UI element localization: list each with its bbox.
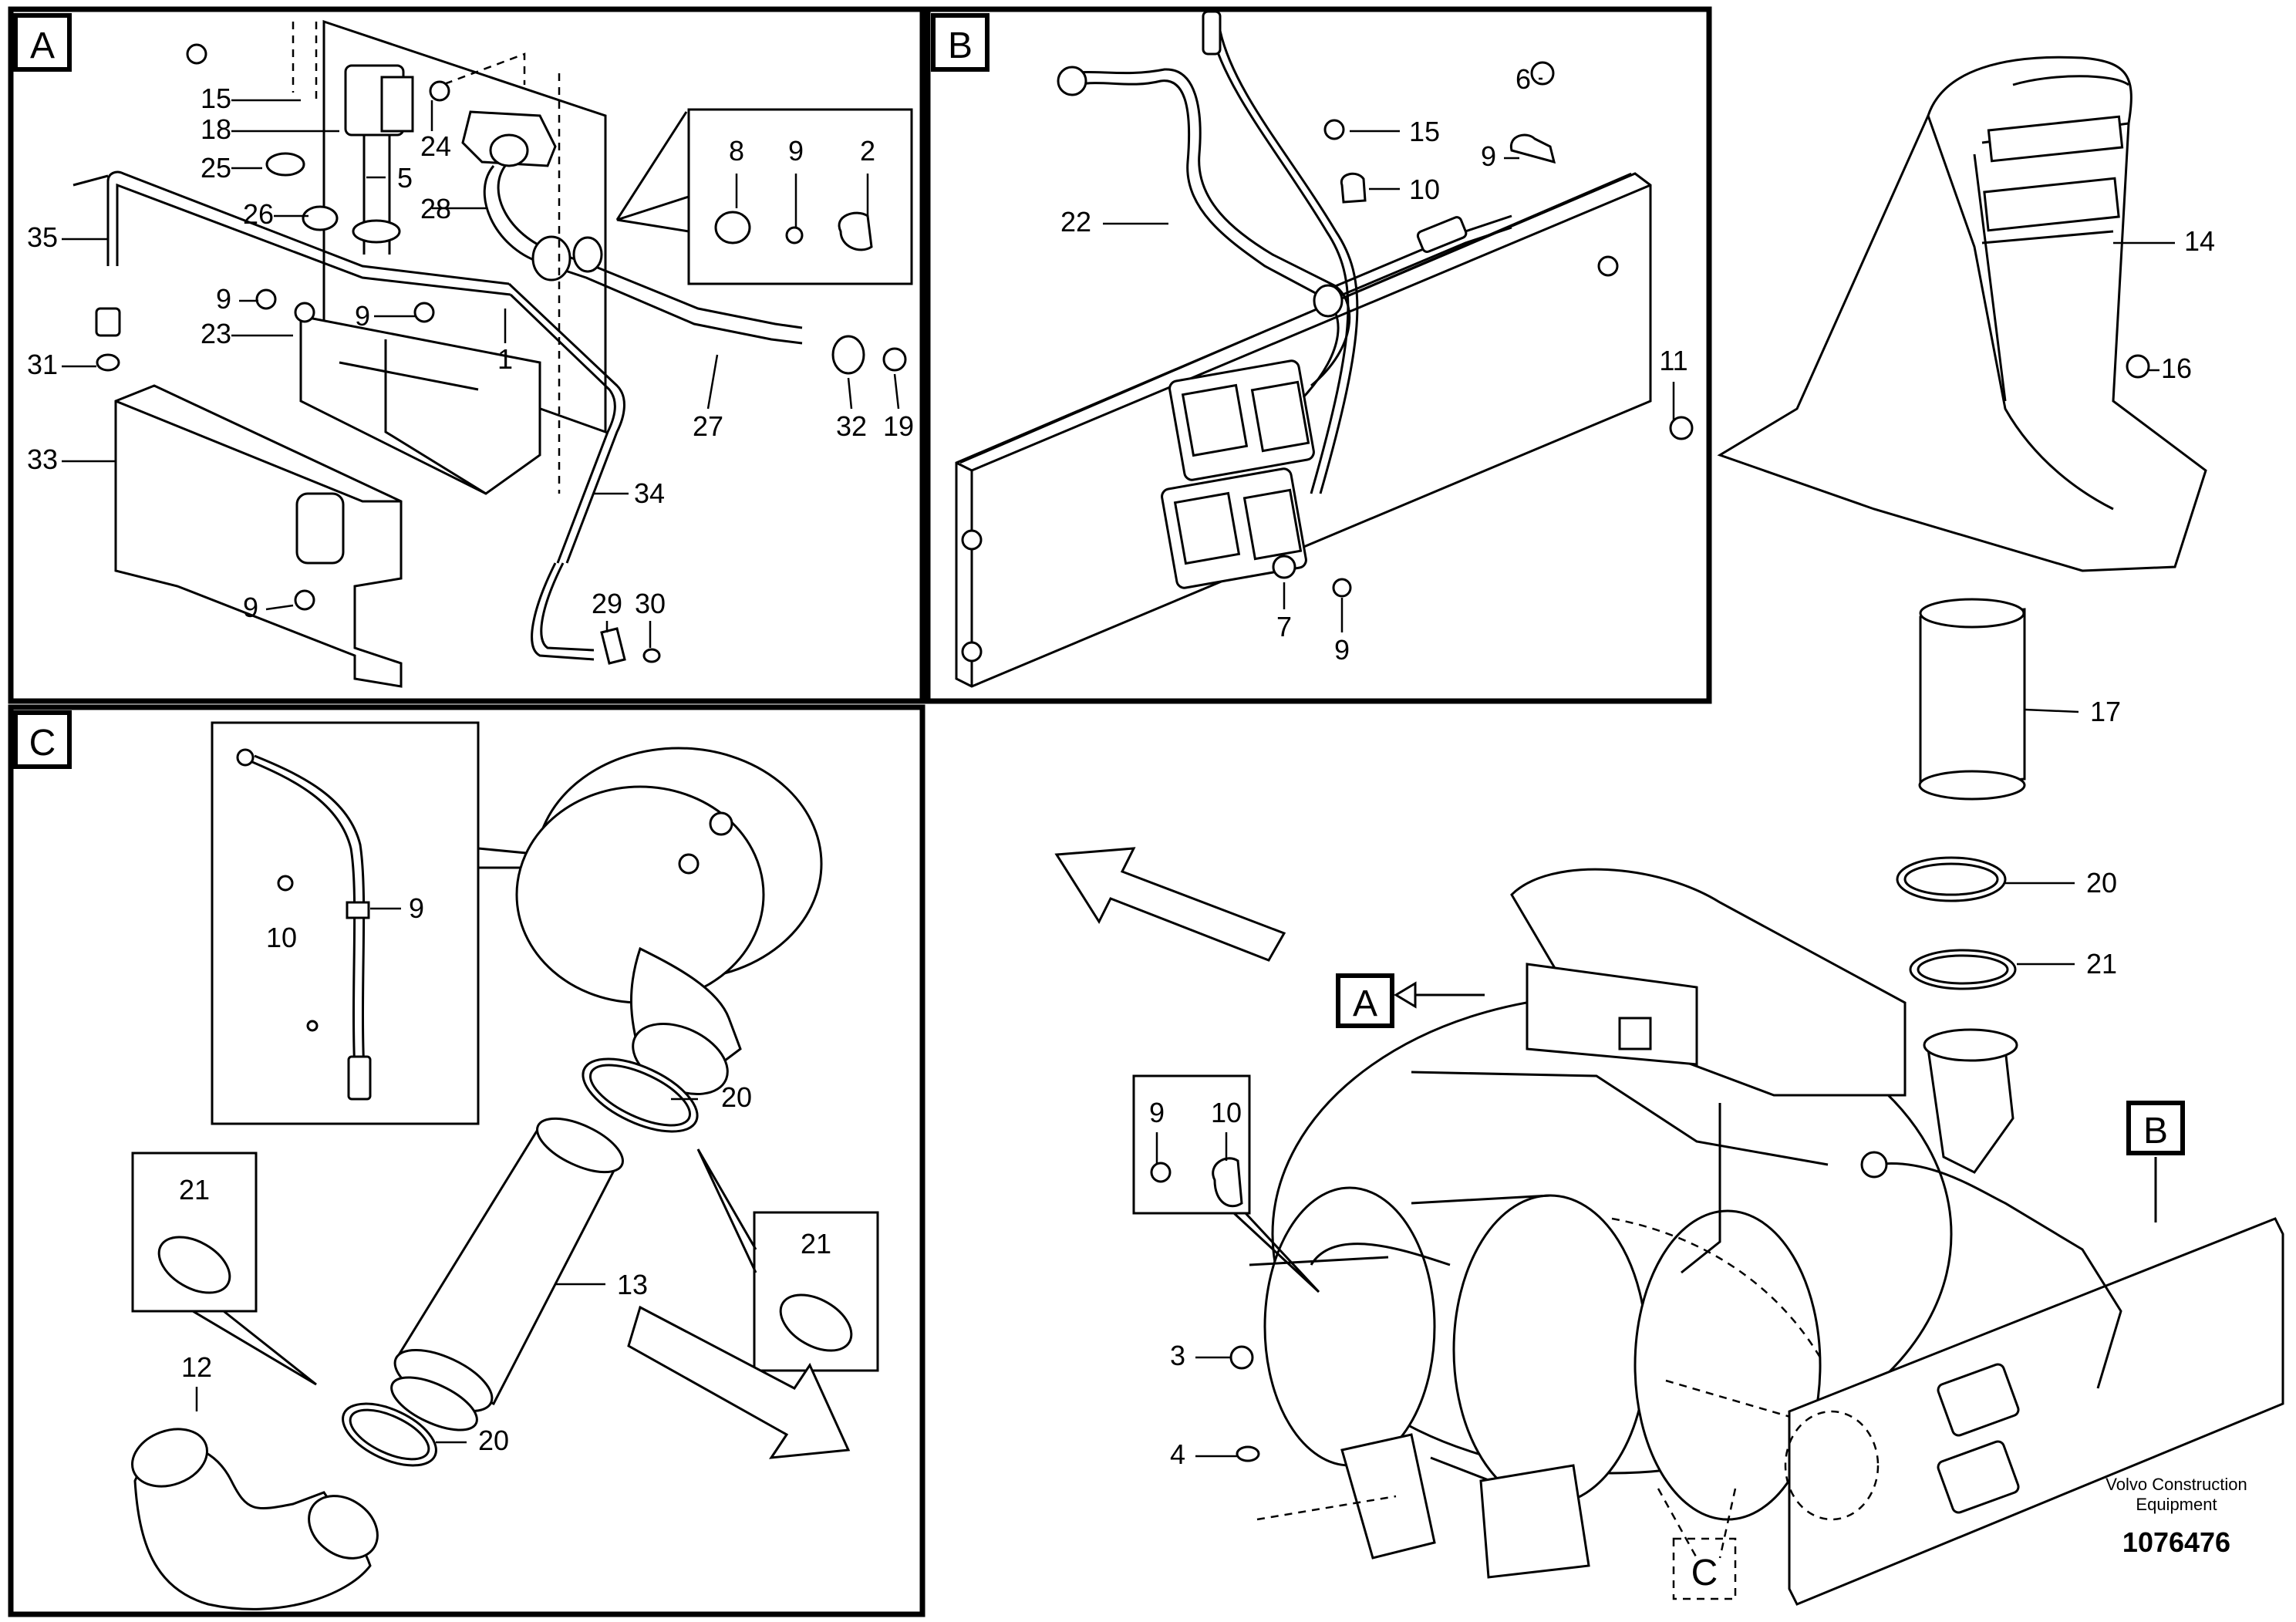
callout-1: 1 xyxy=(497,343,513,375)
callout-10: 10 xyxy=(266,922,297,953)
callout-9: 9 xyxy=(1481,140,1496,172)
panel-c-artwork xyxy=(131,721,879,1610)
panel-b-artwork xyxy=(955,10,1694,688)
callout-21: 21 xyxy=(179,1174,210,1206)
callout-20: 20 xyxy=(2086,867,2117,899)
callout-7: 7 xyxy=(1276,611,1292,642)
callout-30: 30 xyxy=(635,588,666,619)
callout-9: 9 xyxy=(788,135,804,167)
callout-33: 33 xyxy=(27,443,58,475)
callout-2: 2 xyxy=(860,135,875,167)
callout-32: 32 xyxy=(836,410,867,442)
callout-13: 13 xyxy=(617,1269,648,1300)
bolt-icon xyxy=(1229,354,2150,1462)
panel-a-letter: A xyxy=(30,25,55,66)
callout-9: 9 xyxy=(243,592,258,623)
callout-35: 35 xyxy=(27,221,58,253)
panel-c-callouts: 9 10 20 21 13 21 12 20 xyxy=(179,892,831,1456)
callout-23: 23 xyxy=(201,318,231,349)
callout-22: 22 xyxy=(1060,206,1091,238)
panel-a-label: A xyxy=(13,13,72,72)
callout-10: 10 xyxy=(1211,1097,1242,1128)
footer: Volvo Construction Equipment 1076476 xyxy=(2106,1475,2247,1558)
callout-9: 9 xyxy=(216,283,231,315)
panel-b-label: B xyxy=(931,13,990,72)
callout-5: 5 xyxy=(397,162,413,194)
callout-31: 31 xyxy=(27,349,58,380)
callout-4: 4 xyxy=(1170,1438,1185,1470)
callout-10: 10 xyxy=(1409,174,1440,205)
panel-c-label: C xyxy=(13,710,72,769)
main-ref-c-letter: C xyxy=(1691,1553,1718,1593)
callout-21: 21 xyxy=(801,1228,831,1259)
callout-26: 26 xyxy=(243,198,274,230)
panel-c-letter: C xyxy=(29,723,56,764)
callout-27: 27 xyxy=(693,410,723,442)
drawing-number: 1076476 xyxy=(2122,1526,2230,1558)
callout-3: 3 xyxy=(1170,1340,1185,1371)
callout-8: 8 xyxy=(729,135,744,167)
main-ref-a: A xyxy=(1336,973,1485,1028)
callout-20: 20 xyxy=(721,1081,752,1113)
brand-line-1: Volvo Construction xyxy=(2106,1475,2247,1494)
callout-12: 12 xyxy=(181,1351,212,1383)
main-callouts: 14 16 17 20 21 9 10 3 4 xyxy=(1149,225,2215,1470)
callout-16: 16 xyxy=(2161,352,2192,384)
callout-19: 19 xyxy=(883,410,914,442)
callout-17: 17 xyxy=(2090,696,2121,727)
callout-15: 15 xyxy=(201,83,231,114)
callout-24: 24 xyxy=(420,130,451,162)
callout-11: 11 xyxy=(1659,345,1687,376)
callout-6: 6 xyxy=(1515,63,1531,95)
panel-b-letter: B xyxy=(948,25,973,66)
callout-20: 20 xyxy=(478,1425,509,1456)
panel-a-callouts: 15 18 25 5 24 2 8 26 35 9 23 9 1 31 33 27… xyxy=(27,83,914,648)
callout-15: 15 xyxy=(1409,116,1440,147)
main-assembly-artwork xyxy=(1054,56,2284,1606)
panel-b-callouts: 6 15 9 10 22 11 7 9 xyxy=(1060,63,1688,666)
main-ref-b-letter: B xyxy=(2143,1111,2168,1152)
callout-9: 9 xyxy=(1334,634,1350,666)
main-ref-b: B xyxy=(2126,1101,2185,1222)
callout-9: 9 xyxy=(1149,1097,1165,1128)
main-ref-a-letter: A xyxy=(1353,983,1377,1024)
callout-29: 29 xyxy=(592,588,622,619)
bolt-icon xyxy=(961,61,1694,663)
bolt-icon xyxy=(186,43,450,611)
callout-25: 25 xyxy=(201,152,231,184)
brand-line-2: Equipment xyxy=(2136,1495,2217,1514)
callout-21: 21 xyxy=(2086,948,2117,980)
callout-9: 9 xyxy=(409,892,424,924)
callout-14: 14 xyxy=(2184,225,2215,257)
panel-a-artwork xyxy=(72,19,913,688)
main-ref-c: C xyxy=(1672,1537,1737,1600)
callout-9: 9 xyxy=(355,300,370,332)
callout-34: 34 xyxy=(634,477,665,509)
callout-18: 18 xyxy=(201,113,231,145)
